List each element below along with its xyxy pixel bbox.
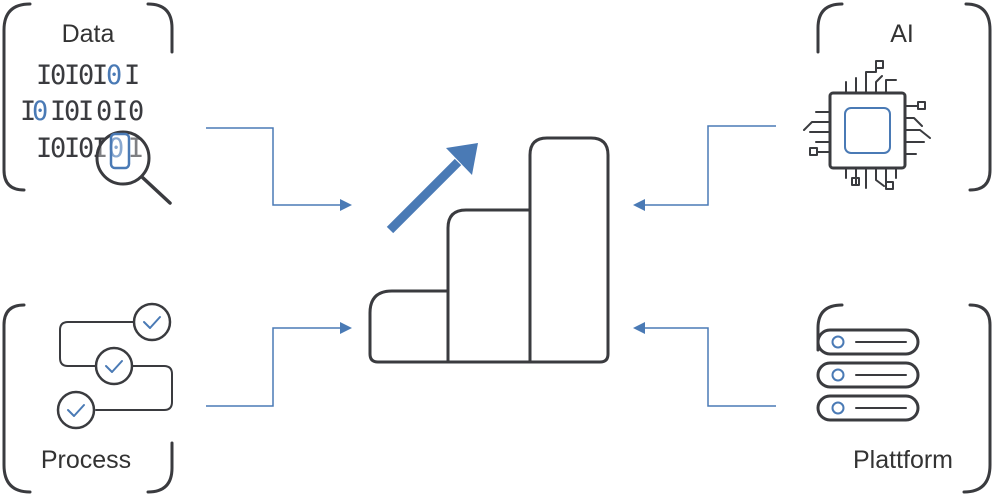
data-label: Data [62, 20, 115, 48]
growth-bar-chart-icon [368, 136, 610, 364]
chip-core [844, 107, 891, 154]
connectors [206, 125, 776, 407]
binary-row-1: I 0 I 0 I 0 I [36, 60, 140, 91]
ai-node: AI [803, 2, 992, 192]
data-bracket [2, 2, 174, 192]
platform-label: Plattform [853, 446, 953, 474]
arrow-right-icon [340, 322, 352, 334]
process-flow-line [59, 321, 173, 411]
bar-chart-outline [368, 136, 610, 364]
process-node: Process [2, 302, 174, 494]
magnifier-handle [140, 175, 172, 205]
check-circle-2 [94, 346, 134, 386]
binary-row-2: I 0 I 0 I 0 I 0 [20, 96, 145, 127]
arrow-right-icon [340, 199, 352, 211]
binary-magnifier-icon: I 0 I 0 I 0 I I 0 I 0 I 0 I 0 I 0 I [20, 60, 172, 205]
platform-node: Plattform [816, 303, 992, 494]
chip-pins-top [845, 63, 897, 94]
chip-icon [803, 60, 931, 190]
check-icon [143, 316, 161, 329]
check-circle-1 [132, 302, 172, 342]
chip-pins-left [803, 111, 831, 153]
arrow-left-icon [633, 322, 645, 334]
binary-row-3: I 0 I 0 I 0 I [36, 133, 144, 164]
server-unit-2 [816, 361, 920, 389]
trend-arrow-icon [386, 143, 478, 234]
check-circle-3 [56, 390, 96, 430]
server-led-icon [831, 401, 845, 415]
platform-bracket [816, 303, 992, 494]
connector-process [206, 322, 352, 407]
data-node: Data I 0 I 0 I 0 I I 0 I 0 I 0 I 0 [2, 2, 174, 205]
highlight-zero [109, 132, 131, 170]
connector-data [206, 127, 352, 211]
server-unit-3 [816, 394, 920, 422]
connector-platform [633, 322, 776, 407]
server-unit-1 [816, 328, 920, 356]
connector-ai [633, 125, 776, 211]
process-bracket [2, 303, 174, 494]
process-label: Process [41, 446, 131, 474]
chip-pins-right [904, 105, 931, 155]
check-icon [67, 404, 85, 417]
chip-pins-bottom [845, 167, 897, 189]
server-led-icon [831, 335, 845, 349]
server-stack-icon [816, 328, 920, 422]
checklist-flow-icon [56, 302, 173, 430]
ai-bracket [816, 2, 992, 192]
server-led-icon [831, 368, 845, 382]
check-icon [105, 360, 123, 373]
arrow-left-icon [633, 199, 645, 211]
ai-label: AI [890, 20, 914, 48]
chip-body [828, 91, 907, 170]
